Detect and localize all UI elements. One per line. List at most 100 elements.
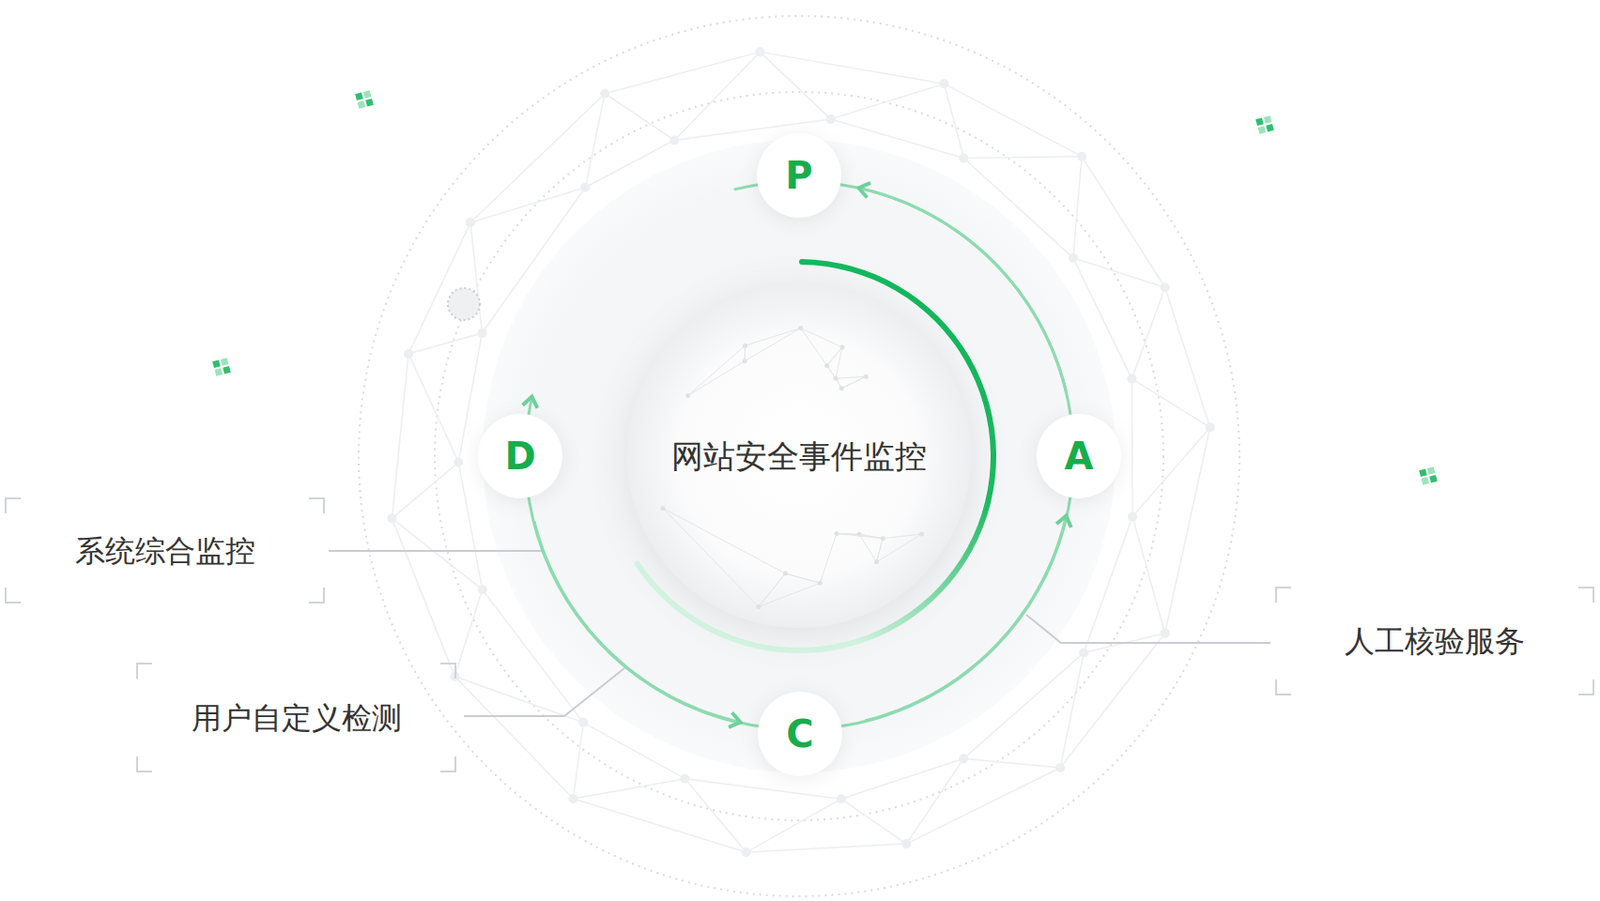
mesh-line	[943, 83, 1082, 156]
callout-box: 系统综合监控	[4, 497, 325, 604]
mesh-dot	[1205, 422, 1216, 432]
sparkle-square	[1427, 466, 1436, 476]
mesh-dot	[958, 753, 969, 764]
node-content: P	[755, 132, 843, 219]
phase-circle: P	[755, 132, 843, 219]
mesh-line	[1060, 652, 1084, 769]
mesh-dot	[798, 325, 803, 331]
mesh-line	[836, 533, 860, 536]
mesh-line	[604, 51, 760, 93]
mesh-dot	[569, 794, 579, 804]
mesh-line	[470, 187, 585, 223]
mesh-line	[391, 353, 409, 519]
bracket-corners	[1276, 587, 1594, 695]
mesh-dot	[1127, 512, 1138, 523]
mesh-line	[746, 844, 908, 853]
mesh-line	[859, 534, 877, 563]
mesh-dot	[836, 794, 847, 804]
sparkle-square	[215, 368, 224, 377]
mesh-dot	[1126, 374, 1137, 385]
center-sphere: 网站安全事件监控	[625, 282, 973, 631]
mesh-line	[408, 333, 482, 354]
mesh-dot	[1055, 763, 1065, 773]
mesh-line	[458, 461, 482, 590]
mesh-dot	[833, 376, 839, 382]
phase-letter: P	[784, 154, 813, 197]
mesh-line	[573, 799, 747, 853]
mesh-dot	[874, 559, 879, 565]
mesh-line	[943, 83, 964, 158]
mesh-line	[573, 723, 585, 800]
mesh-line	[662, 507, 759, 607]
mesh-line	[784, 573, 820, 584]
mesh-dot	[1068, 253, 1078, 263]
node-content: 系统综合监控	[4, 497, 325, 604]
leader-line	[463, 668, 625, 717]
mesh-line	[906, 758, 964, 845]
mesh-line	[573, 779, 686, 800]
sparkle-square	[1265, 123, 1275, 133]
mesh-line	[1060, 633, 1166, 769]
mesh-line	[481, 187, 585, 334]
phase-letter: C	[785, 713, 814, 755]
callout-box: 用户自定义检测	[136, 662, 457, 773]
mesh-line	[1073, 258, 1166, 288]
sparkle-square	[212, 360, 221, 370]
cycle-arrow	[525, 181, 1075, 730]
mesh-line	[745, 328, 801, 347]
sparkle-icon	[212, 357, 231, 377]
sparkle-square	[363, 90, 372, 99]
mesh-line	[906, 768, 1061, 845]
mesh-line	[758, 583, 820, 607]
sphere-mesh	[685, 325, 869, 399]
mesh-dot	[661, 506, 666, 511]
phase-letter: A	[1064, 435, 1094, 477]
mesh-line	[1131, 379, 1210, 429]
mesh-line	[1132, 427, 1211, 517]
sparkle-square	[1429, 475, 1438, 484]
circle-outline	[756, 133, 842, 218]
node-content: 人工核验服务	[1275, 586, 1595, 696]
node-content: 用户自定义检测	[136, 662, 457, 773]
sparkle-icon	[1255, 115, 1275, 135]
sparkle-square	[222, 366, 231, 375]
mesh-dot	[824, 363, 830, 369]
mesh-line	[584, 139, 675, 187]
mesh-dot	[880, 536, 886, 541]
mesh-line	[841, 758, 964, 800]
mesh-dot	[863, 374, 869, 380]
mesh-dot	[1160, 629, 1170, 639]
mesh-line	[830, 83, 945, 120]
sparkle-square	[354, 92, 364, 102]
circle-outline	[1036, 414, 1122, 499]
phase-circle: D	[476, 413, 564, 500]
mesh-line	[662, 507, 785, 574]
mesh-dot	[1076, 152, 1087, 162]
mesh-dot	[742, 358, 748, 364]
node-content: D	[476, 413, 564, 500]
mesh-line	[454, 676, 573, 800]
mesh-line	[583, 723, 685, 780]
mesh-line	[391, 518, 482, 590]
leader-line	[328, 550, 543, 553]
mesh-dot	[754, 46, 765, 57]
mesh-line	[688, 345, 746, 396]
sparkle-square	[1255, 118, 1264, 127]
mesh-dot	[685, 393, 691, 399]
mesh-dot	[741, 847, 752, 858]
bracket-corners	[137, 663, 456, 772]
mesh-line	[835, 347, 843, 379]
mesh-dot	[857, 532, 862, 538]
mesh-line	[408, 353, 459, 463]
mesh-dot	[817, 581, 823, 586]
mesh-line	[684, 779, 841, 800]
mesh-dot	[453, 457, 463, 467]
sparkle-square	[357, 100, 367, 109]
mesh-line	[841, 799, 907, 845]
node-content: A	[1035, 413, 1123, 500]
mesh-line	[684, 779, 746, 853]
mesh-line	[830, 119, 965, 159]
mesh-line	[1081, 156, 1166, 289]
